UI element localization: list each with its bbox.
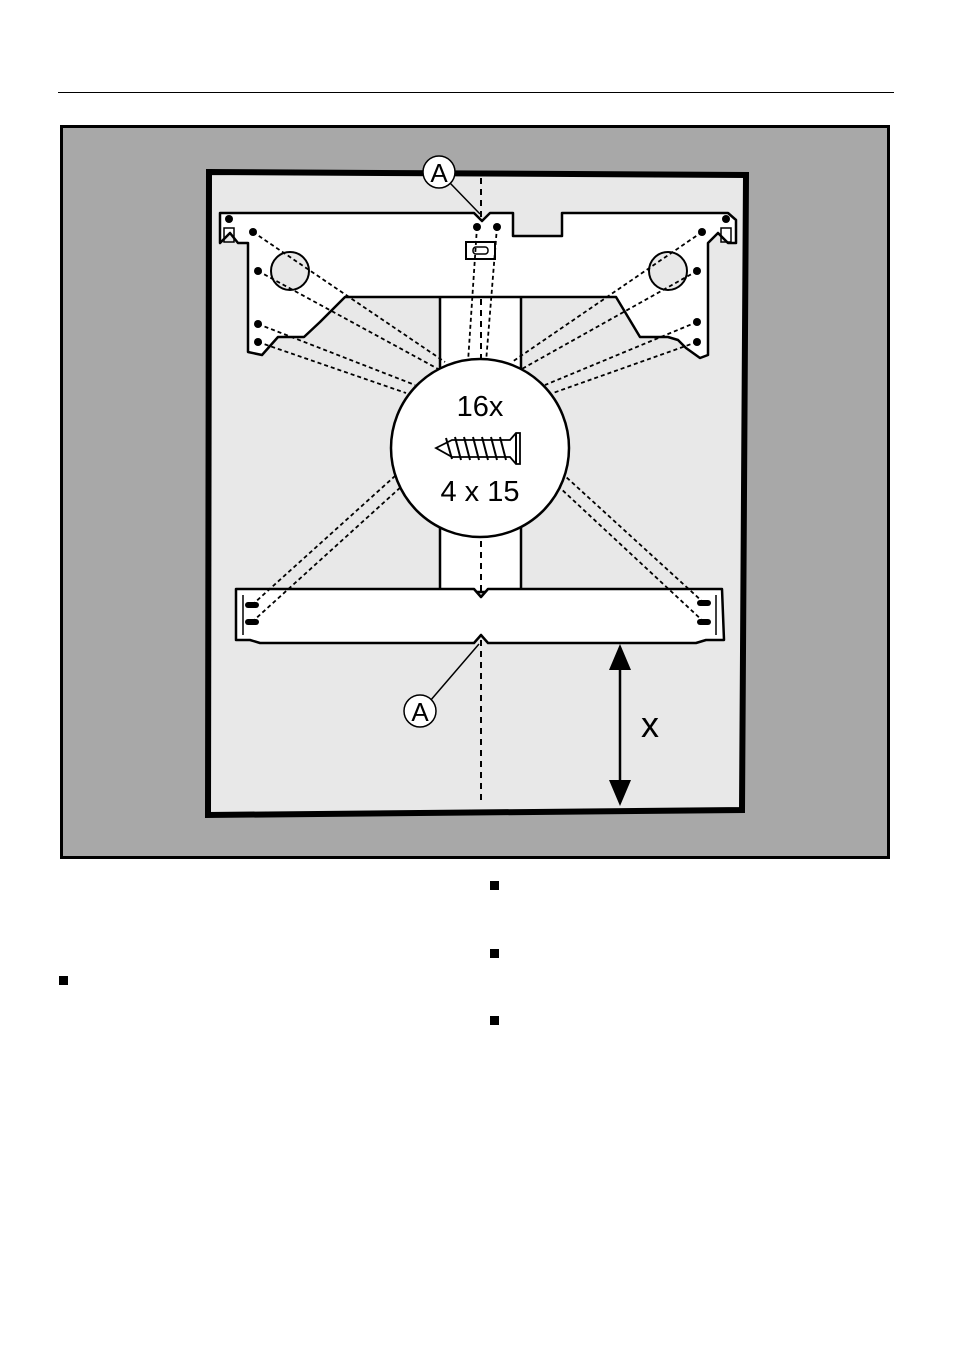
square-bullet: [490, 1016, 499, 1025]
square-bullet: [59, 976, 68, 985]
callout-bottom-label: A: [411, 697, 429, 727]
dimension-label: x: [641, 704, 659, 745]
bottom-bracket: [236, 589, 724, 643]
screw-size: 4 x 15: [441, 476, 520, 508]
callout-top-label: A: [430, 158, 448, 188]
bracket-round-hole-right: [649, 252, 687, 290]
bracket-slot: [466, 242, 495, 259]
screw-count: 16x: [457, 391, 504, 423]
square-bullet: [490, 881, 499, 890]
square-bullet: [490, 949, 499, 958]
